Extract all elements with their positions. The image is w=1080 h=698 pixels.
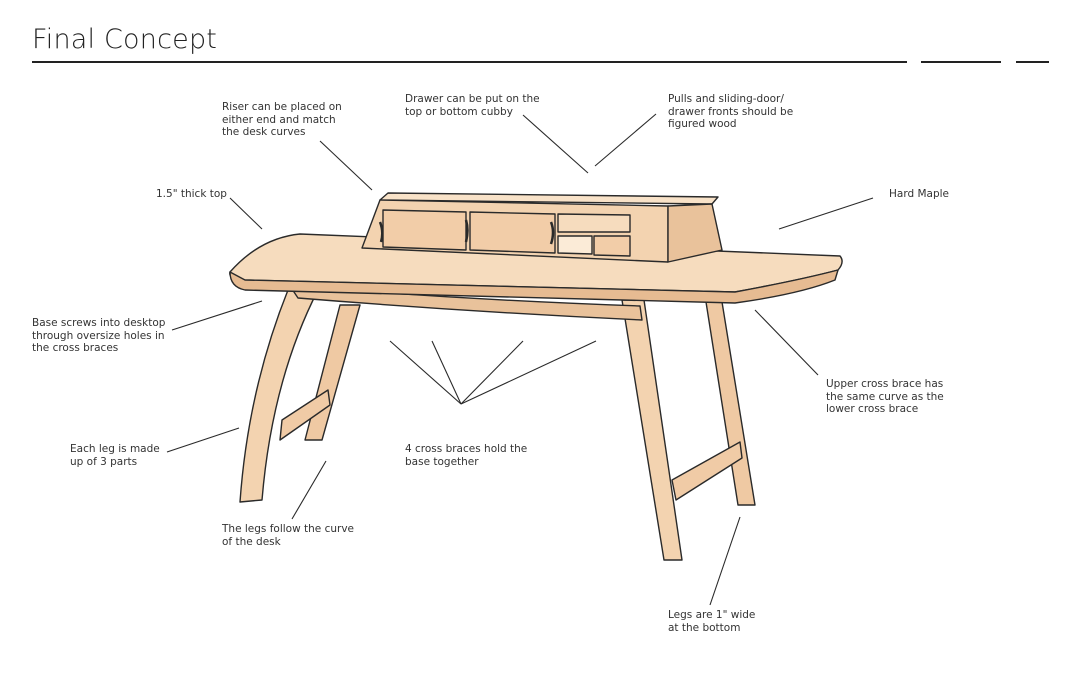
annotation-maple: Hard Maple xyxy=(889,188,950,200)
annotation-pulls: Pulls and sliding-door/ drawer fronts sh… xyxy=(668,93,794,130)
title-underline-segment xyxy=(921,61,1001,63)
leader-legs-curve xyxy=(291,460,327,520)
leader-cross-brace-3 xyxy=(460,340,524,405)
annotation-upper-brace: Upper cross brace has the same curve as … xyxy=(826,378,944,415)
leader-cross-brace-2 xyxy=(431,340,462,405)
back-left-leg xyxy=(304,304,361,441)
title-underline xyxy=(32,61,907,63)
riser-end xyxy=(667,203,723,263)
leader-riser xyxy=(319,140,373,191)
leader-maple xyxy=(778,197,874,230)
front-left-leg xyxy=(239,289,319,503)
leader-top xyxy=(229,197,263,230)
front-right-leg xyxy=(621,299,683,561)
cubby-opening xyxy=(557,235,593,255)
title-underline-segment xyxy=(1016,61,1049,63)
door-pull-center xyxy=(464,219,469,243)
annotation-legs-curve: The legs follow the curve of the desk xyxy=(222,523,355,548)
door-pull-left xyxy=(378,221,384,243)
leader-lines xyxy=(166,113,874,606)
leader-legs-wide xyxy=(709,516,741,606)
sliding-door-right xyxy=(469,211,556,254)
annotation-cross-braces: 4 cross braces hold the base together xyxy=(405,443,528,468)
upper-cubby xyxy=(557,213,631,233)
leader-leg-parts xyxy=(166,427,240,453)
annotation-riser: Riser can be placed on either end and ma… xyxy=(222,101,342,138)
annotation-drawer: Drawer can be put on the top or bottom c… xyxy=(405,93,540,118)
leader-cross-brace-1 xyxy=(389,340,462,405)
lower-cubby-drawer xyxy=(593,235,631,257)
annotation-leg-parts: Each leg is made up of 3 parts xyxy=(70,443,160,468)
leader-upper-brace xyxy=(754,309,819,376)
desk-drawing xyxy=(229,192,843,561)
leader-pulls xyxy=(594,113,657,167)
left-lower-cross-brace xyxy=(279,389,331,441)
sliding-door-left xyxy=(382,209,467,251)
right-lower-cross-brace xyxy=(671,441,743,501)
desk-top-edge xyxy=(229,269,839,304)
leader-base-screws xyxy=(171,300,263,331)
annotation-top: 1.5" thick top xyxy=(156,188,227,200)
page-title: Final Concept xyxy=(32,24,218,55)
annotation-legs-wide: Legs are 1" wide at the bottom xyxy=(668,609,756,634)
leader-cross-brace-4 xyxy=(460,340,597,405)
door-pull-right xyxy=(549,221,555,245)
riser-top xyxy=(379,192,719,205)
leader-drawer xyxy=(522,114,589,174)
annotation-base-screws: Base screws into desktop through oversiz… xyxy=(32,317,166,354)
